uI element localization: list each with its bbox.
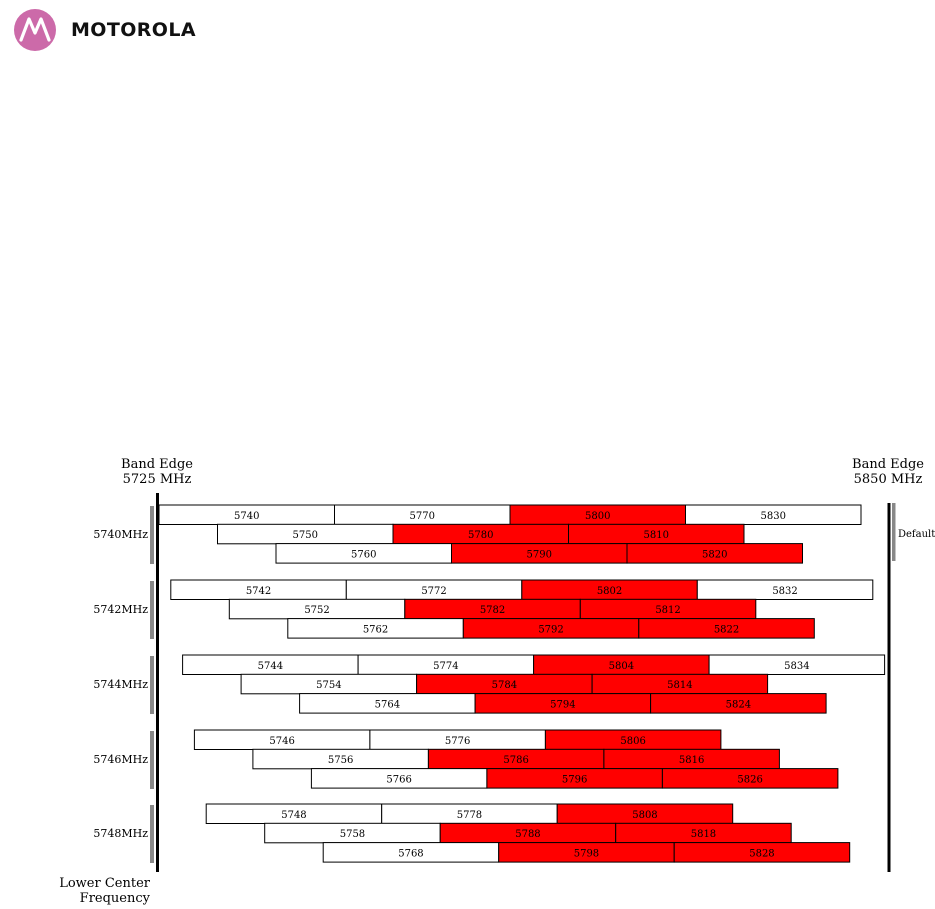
channel-label: 5788: [515, 829, 540, 840]
channel-label: 5746: [269, 736, 294, 747]
channel-label: 5768: [398, 848, 423, 859]
channel-box: [673, 842, 851, 863]
channel-label: 5798: [574, 848, 599, 859]
channel-box: [626, 543, 803, 564]
band-edge-right-label: Band Edge 5850 MHz: [838, 457, 935, 487]
channel-label: 5792: [538, 624, 563, 635]
motorola-logo: MOTOROLA: [13, 8, 196, 52]
channel-label: 5816: [679, 755, 704, 766]
channel-label: 5756: [328, 755, 353, 766]
band-edge-left-line1: Band Edge: [121, 457, 193, 472]
group-label: 5746MHz: [93, 753, 148, 766]
channel-box: [661, 768, 839, 789]
group-label: 5740MHz: [93, 528, 148, 541]
default-bracket-bar: [892, 503, 896, 561]
channel-label: 5800: [585, 511, 610, 522]
group-label: 5742MHz: [93, 603, 148, 616]
channel-label: 5764: [375, 699, 400, 710]
group-bracket-bar: [150, 731, 154, 789]
channel-label: 5752: [304, 605, 329, 616]
group-bracket-bar: [150, 581, 154, 639]
channel-label: 5774: [433, 661, 458, 672]
channel-label: 5810: [644, 530, 669, 541]
channel-label: 5820: [702, 549, 727, 560]
channel-box: [708, 654, 886, 675]
channel-label: 5740: [234, 511, 259, 522]
channel-label: 5806: [620, 736, 645, 747]
channel-label: 5822: [714, 624, 739, 635]
default-label: Default: [898, 529, 935, 540]
group-label: 5748MHz: [93, 827, 148, 840]
channel-label: 5758: [340, 829, 365, 840]
channel-label: 5814: [667, 680, 692, 691]
brand-name: MOTOROLA: [71, 19, 196, 41]
channel-label: 5786: [503, 755, 528, 766]
channel-label: 5760: [351, 549, 376, 560]
channel-label: 5776: [445, 736, 470, 747]
channel-label: 5750: [293, 530, 318, 541]
channel-label: 5834: [784, 661, 809, 672]
channel-label: 5744: [258, 661, 283, 672]
channel-label: 5812: [655, 605, 680, 616]
channel-label: 5826: [737, 774, 762, 785]
channel-label: 5804: [609, 661, 634, 672]
lower-center-frequency-label: Lower Center Frequency: [40, 876, 150, 906]
channel-label: 5742: [246, 586, 271, 597]
group-bracket-bar: [150, 656, 154, 714]
channel-label: 5772: [421, 586, 446, 597]
channel-label: 5830: [761, 511, 786, 522]
channel-label: 5802: [597, 586, 622, 597]
band-edge-right-line2: 5850 MHz: [853, 472, 923, 487]
channel-label: 5828: [749, 848, 774, 859]
band-edge-right-line1: Band Edge: [852, 457, 924, 472]
channel-label: 5784: [492, 680, 517, 691]
group-bracket-bar: [150, 805, 154, 863]
channel-label: 5808: [632, 810, 657, 821]
channel-label: 5762: [363, 624, 388, 635]
lower-center-line1: Lower Center: [59, 876, 150, 891]
channel-box: [650, 693, 827, 714]
group-label: 5744MHz: [93, 678, 148, 691]
channel-label: 5782: [480, 605, 505, 616]
band-edge-left-label: Band Edge 5725 MHz: [107, 457, 207, 487]
lower-center-line2: Frequency: [79, 891, 150, 906]
channel-label: 5832: [772, 586, 797, 597]
channel-label: 5818: [691, 829, 716, 840]
channel-label: 5770: [410, 511, 435, 522]
channel-box: [638, 618, 815, 639]
channel-box: [685, 504, 862, 525]
channel-label: 5796: [562, 774, 587, 785]
motorola-batwing-icon: [14, 9, 56, 51]
channel-label: 5754: [316, 680, 341, 691]
band-edge-left-line2: 5725 MHz: [122, 472, 192, 487]
channel-label: 5790: [527, 549, 552, 560]
channel-label: 5824: [726, 699, 751, 710]
channel-label: 5748: [281, 810, 306, 821]
channel-label: 5766: [386, 774, 411, 785]
channel-label: 5794: [550, 699, 575, 710]
group-bracket-bar: [150, 506, 154, 564]
channel-box: [696, 579, 874, 600]
channel-label: 5778: [457, 810, 482, 821]
channel-label: 5780: [468, 530, 493, 541]
